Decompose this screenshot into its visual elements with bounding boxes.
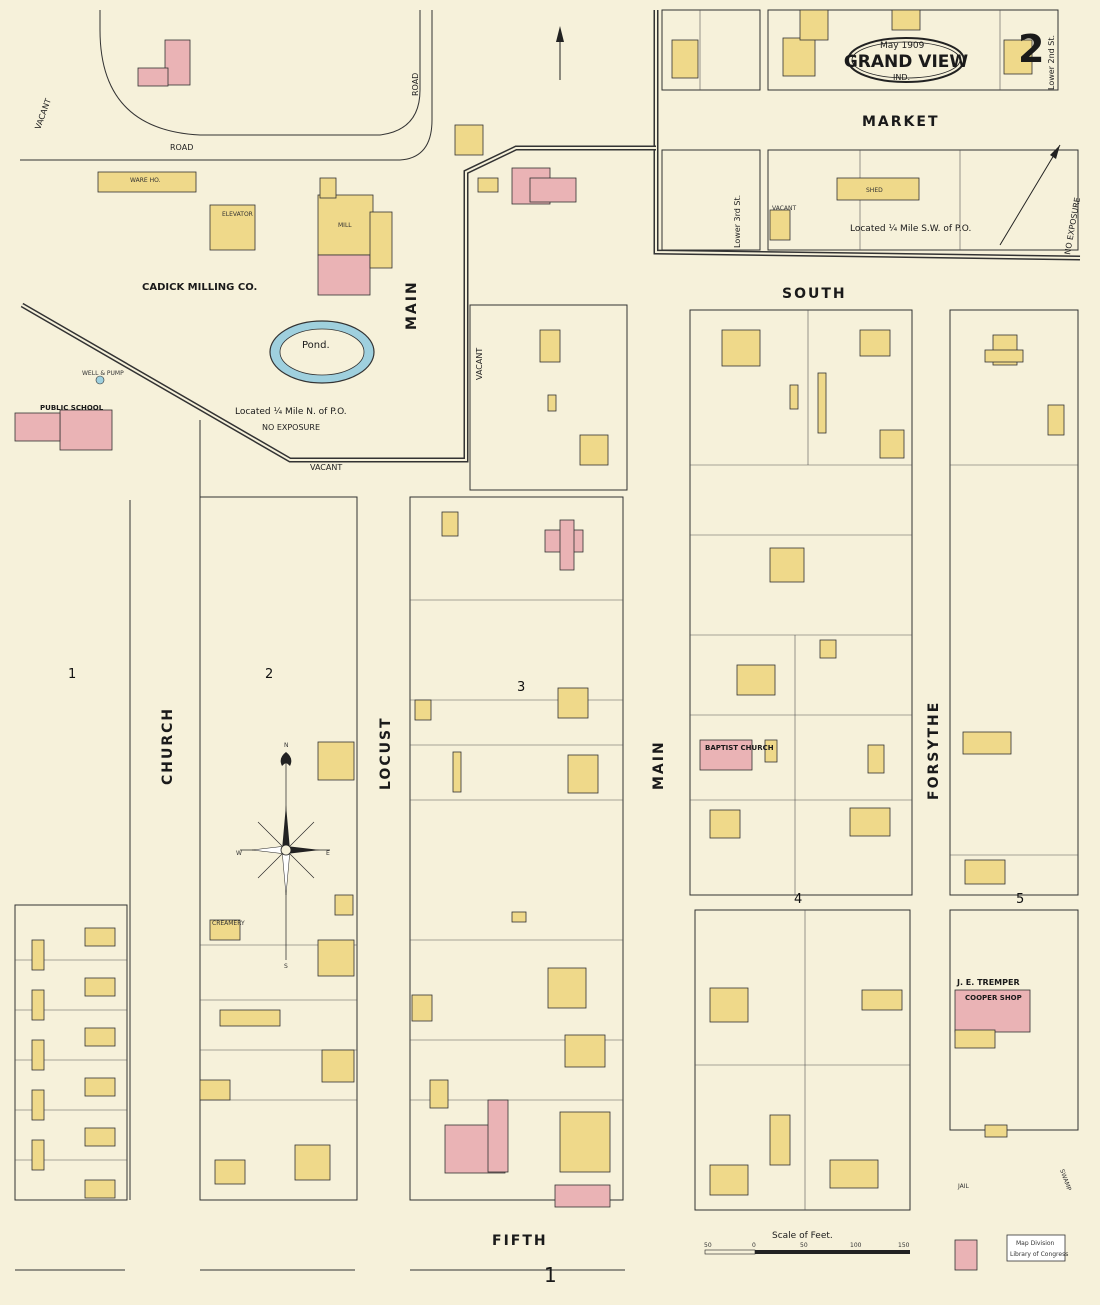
block-2: 2 — [265, 667, 273, 682]
jail-label: JAIL — [957, 1183, 970, 1190]
vacant-top-left: VACANT — [33, 97, 53, 130]
block-1: 1 — [68, 667, 76, 682]
stamp-line-1: Map Division — [1016, 1240, 1055, 1247]
ware-ho-label: WARE HO. — [130, 177, 161, 184]
street-lower-2nd: Lower 2nd St. — [1047, 35, 1056, 90]
scale-tick-0: 50 — [704, 1242, 712, 1249]
baptist-church-label: BAPTIST CHURCH — [705, 744, 774, 752]
scale-label: Scale of Feet. — [772, 1231, 833, 1241]
block-5: 5 — [1016, 892, 1024, 907]
street-main-upper: MAIN — [404, 280, 420, 330]
scale-tick-4: 150 — [898, 1242, 910, 1249]
north-arrow-top — [556, 26, 564, 80]
creamery-label: CREAMERY — [212, 920, 245, 927]
compass-rose — [240, 752, 330, 960]
block-outlines — [14, 9, 1079, 1271]
library-stamp — [1006, 1234, 1066, 1262]
sheet-number: 2 — [1018, 27, 1044, 71]
compass-e: E — [326, 850, 330, 857]
street-forsythe: FORSYTHE — [926, 701, 942, 800]
compass-w: W — [236, 850, 242, 857]
cooper-shop-label: COOPER SHOP — [965, 994, 1022, 1002]
street-road-left: ROAD — [170, 143, 193, 152]
tremper-label: J. E. TREMPER — [956, 978, 1020, 987]
title-cartouche-inner — [851, 41, 961, 79]
street-fifth: FIFTH — [492, 1233, 548, 1249]
milling-co-label: CADICK MILLING CO. — [142, 282, 257, 293]
elevator-label: ELEVATOR — [222, 211, 253, 218]
road-curve-inner — [20, 10, 433, 161]
street-main-lower: MAIN — [651, 740, 667, 790]
no-exposure-right-label: NO EXPOSURE — [1063, 197, 1082, 256]
vacant-lot-label: VACANT — [772, 205, 797, 212]
street-market: MARKET — [862, 114, 940, 130]
stamp-line-2: Library of Congress — [1010, 1251, 1068, 1258]
vacant-south-bottom: VACANT — [310, 463, 342, 472]
compass-s: S — [284, 963, 288, 970]
scale-tick-3: 100 — [850, 1242, 862, 1249]
located-north-label: Located ¼ Mile N. of P.O. — [235, 407, 347, 417]
map-date: May 1909 — [880, 41, 925, 51]
road-curve — [99, 10, 421, 136]
north-arrow-right — [999, 144, 1061, 246]
public-school-label: PUBLIC SCHOOL — [40, 404, 104, 412]
scale-tick-1: 0 — [752, 1242, 756, 1249]
block-3: 3 — [517, 680, 525, 695]
well-pump-label: WELL & PUMP — [82, 370, 124, 377]
street-locust: LOCUST — [378, 716, 394, 790]
scale-bar: Scale of Feet. 50 0 50 100 150 — [704, 1231, 910, 1255]
street-road-top: ROAD — [411, 73, 420, 96]
street-church: CHURCH — [160, 707, 176, 785]
located-sw-label: Located ¼ Mile S.W. of P.O. — [850, 224, 971, 234]
pond-label: Pond. — [302, 340, 330, 351]
corporate-limit-lines — [20, 10, 1081, 463]
mill-label: MILL — [338, 222, 352, 229]
block-4: 4 — [794, 892, 802, 907]
scale-tick-2: 50 — [800, 1242, 808, 1249]
street-lower-3rd: Lower 3rd St. — [733, 195, 742, 248]
town-name: GRAND VIEW — [844, 52, 969, 72]
shed-label: SHED — [866, 187, 883, 194]
page-number: 1 — [544, 1263, 557, 1287]
street-south: SOUTH — [782, 286, 847, 302]
swamp-label: SWAMP — [1058, 1168, 1072, 1192]
compass-n: N — [284, 742, 289, 749]
vacant-main-left: VACANT — [475, 348, 484, 380]
pond-inner — [279, 328, 365, 376]
title-cartouche — [847, 37, 965, 83]
buildings — [14, 9, 1065, 1271]
state-name: IND. — [893, 73, 910, 82]
well-symbol — [95, 375, 105, 385]
no-exposure-label: NO EXPOSURE — [262, 423, 320, 432]
